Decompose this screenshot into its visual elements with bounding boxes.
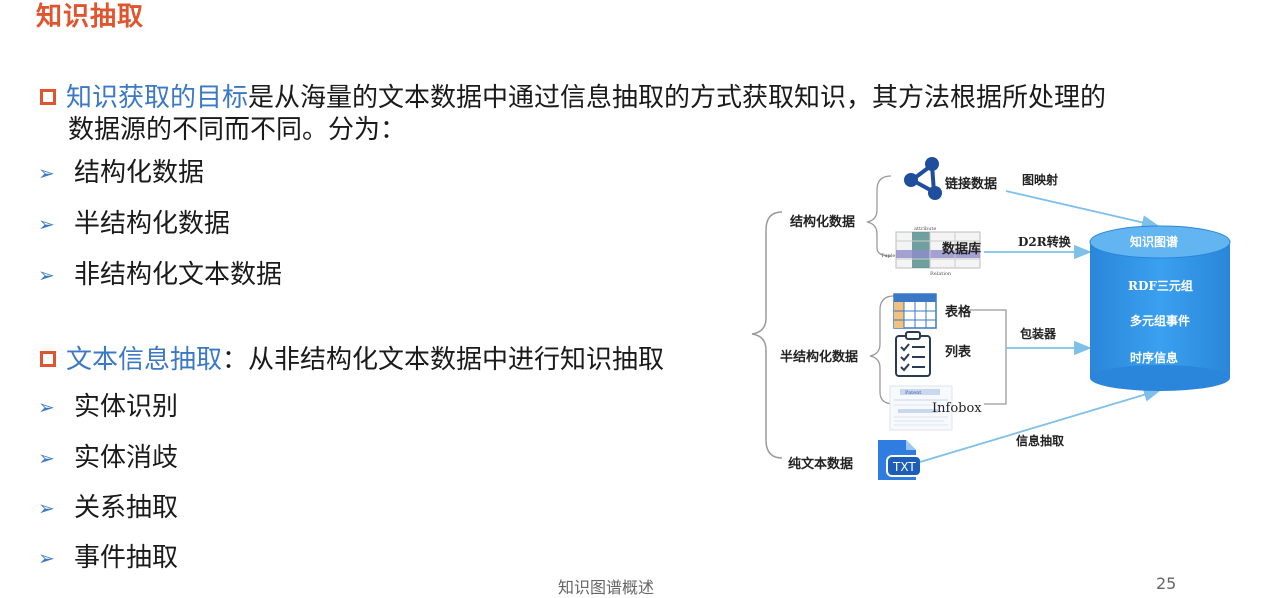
list2-item: 关系抽取 xyxy=(74,493,179,523)
source-linked-data: 链接数据 xyxy=(944,176,997,192)
arrow-info-extraction xyxy=(919,387,1162,463)
list-clipboard-icon xyxy=(895,331,931,377)
method-wrapper: 包装器 xyxy=(1019,326,1057,341)
list2-item: 实体消歧 xyxy=(74,443,179,473)
infobox-thumbnail-icon xyxy=(889,385,953,431)
txt-file-icon xyxy=(878,440,922,480)
semi-structured-brace xyxy=(869,295,895,405)
method-info-extraction: 信息抽取 xyxy=(1016,433,1064,448)
db-thumb-attribute: attribute xyxy=(914,226,936,232)
linked-data-icon xyxy=(904,157,942,200)
source-list: 列表 xyxy=(945,344,972,360)
infobox-thumb-header: Patent xyxy=(905,390,921,396)
arrow-bullet-icon: ➢ xyxy=(38,546,55,570)
list1-item: 非结构化文本数据 xyxy=(74,260,283,290)
arrow-bullet-icon: ➢ xyxy=(38,496,55,520)
section1-highlight: 知识获取的目标 xyxy=(66,83,249,113)
semi-structured-bracket xyxy=(968,309,1007,405)
bullet-square-icon xyxy=(40,89,56,105)
arrow-bullet-icon: ➢ xyxy=(38,395,55,419)
db-thumb-relation: Relation xyxy=(930,271,952,277)
db-thumb-tuple: Tuple xyxy=(881,253,895,259)
category-structured: 结构化数据 xyxy=(790,214,855,230)
list2-item: 实体识别 xyxy=(74,392,179,422)
kg-title: 知识图谱 xyxy=(1129,234,1178,249)
arrow-bullet-icon: ➢ xyxy=(38,446,55,470)
kg-item: 时序信息 xyxy=(1130,350,1178,365)
method-d2r: D2R转换 xyxy=(1018,234,1072,249)
main-brace xyxy=(751,211,783,459)
txt-icon-label: TXT xyxy=(892,460,916,474)
table-icon xyxy=(893,293,937,329)
arrow-bullet-icon: ➢ xyxy=(38,263,55,287)
bullet-square-icon xyxy=(40,351,56,367)
kg-item: 多元组事件 xyxy=(1130,313,1190,328)
list2-item: 事件抽取 xyxy=(74,543,179,573)
method-graph-mapping: 图映射 xyxy=(1022,172,1058,187)
section1-text-line2: 数据源的不同而不同。分为： xyxy=(68,115,407,145)
category-plain-text: 纯文本数据 xyxy=(788,456,853,472)
section1-paragraph: 知识获取的目标是从海量的文本数据中通过信息抽取的方式获取知识，其方法根据所处理的 xyxy=(66,82,1246,114)
database-table-icon xyxy=(895,231,981,269)
arrow-bullet-icon: ➢ xyxy=(38,212,55,236)
arrow-bullet-icon: ➢ xyxy=(38,161,55,185)
source-database: 数据库 xyxy=(942,241,981,257)
section2-text: ：从非结构化文本数据中进行知识抽取 xyxy=(222,345,665,375)
kg-item: RDF三元组 xyxy=(1128,278,1193,293)
arrow-graph-mapping xyxy=(1005,190,1160,230)
section1-text-line1: 是从海量的文本数据中通过信息抽取的方式获取知识，其方法根据所处理的 xyxy=(248,83,1107,113)
category-semi-structured: 半结构化数据 xyxy=(780,349,858,365)
section2-paragraph: 文本信息抽取：从非结构化文本数据中进行知识抽取 xyxy=(66,344,664,376)
structured-brace xyxy=(866,175,892,257)
list1-item: 半结构化数据 xyxy=(74,209,231,239)
list1-item: 结构化数据 xyxy=(74,158,205,188)
section2-highlight: 文本信息抽取 xyxy=(66,345,223,375)
slide-title: 知识抽取 xyxy=(36,2,145,32)
source-table: 表格 xyxy=(944,304,972,320)
knowledge-graph-cylinder xyxy=(1089,225,1231,391)
source-infobox: Infobox xyxy=(932,401,982,416)
